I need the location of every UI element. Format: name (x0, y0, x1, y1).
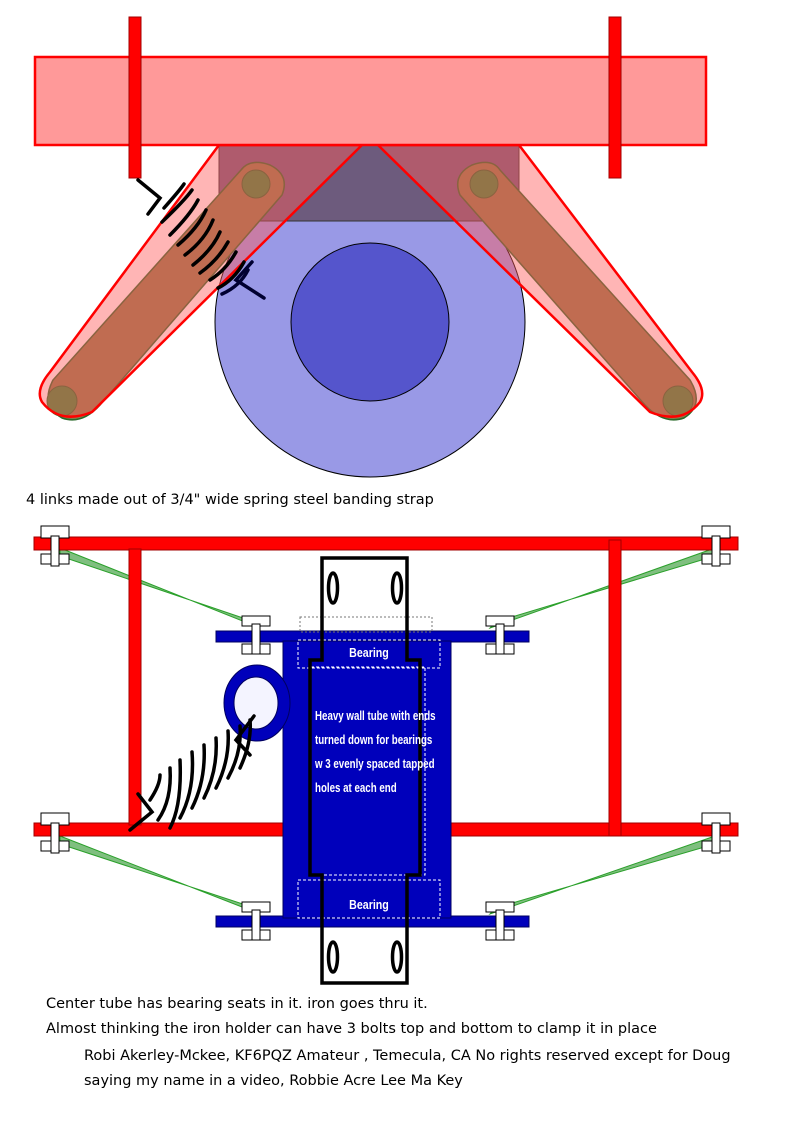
spring-top-hook (233, 260, 266, 300)
note-line-2: Almost thinking the iron holder can have… (46, 1021, 657, 1037)
tube-line-1: Heavy wall tube with ends (315, 710, 436, 723)
tube-line-2: turned down for bearings (315, 734, 432, 747)
left-post (128, 16, 142, 179)
credit-line-2: saying my name in a video, Robbie Acre L… (84, 1073, 463, 1089)
spring-bottom (128, 714, 256, 832)
links-caption: 4 links made out of 3/4" wide spring ste… (26, 492, 434, 508)
left-link-arm (46, 161, 285, 421)
spring-straps (59, 547, 716, 916)
center-tube (215, 616, 530, 928)
right-post (608, 16, 622, 179)
spring-eyelet (223, 664, 291, 742)
credit-line-1: Robi Akerley-Mckee, KF6PQZ Amateur , Tem… (84, 1048, 731, 1064)
spring-top (136, 178, 246, 290)
left-bracket (38, 143, 364, 418)
iron-holder (308, 556, 422, 985)
wheel-hub (290, 242, 450, 402)
tube-description: Heavy wall tube with ends turned down fo… (314, 710, 435, 795)
top-beam (33, 55, 708, 147)
tube-line-4: holes at each end (315, 782, 397, 795)
tube-line-3: w 3 evenly spaced tapped (314, 758, 435, 771)
bolts (40, 525, 731, 941)
bearing-label-bottom: Bearing (349, 897, 389, 912)
bearing-label-top: Bearing (349, 645, 389, 660)
right-bracket (376, 143, 704, 418)
note-line-1: Center tube has bearing seats in it. iro… (46, 996, 428, 1012)
